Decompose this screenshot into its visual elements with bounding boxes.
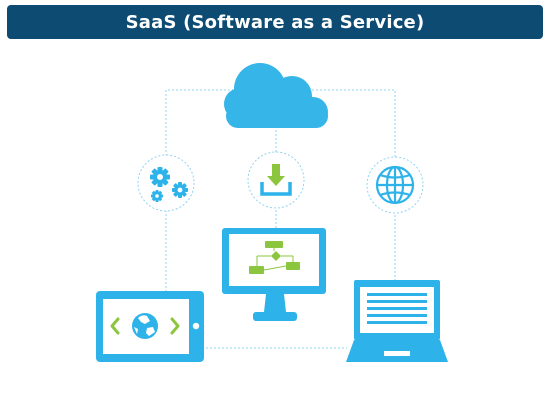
title-banner: SaaS (Software as a Service) [7,5,543,39]
gears-icon [137,154,195,212]
laptop-icon [346,280,448,362]
tablet-globe-icon [132,313,158,339]
globe-icon [366,156,424,214]
monitor-icon [222,228,326,321]
tablet-icon [96,291,204,362]
download-icon [247,151,305,209]
cloud-icon [224,63,328,128]
flowchart-icon [249,241,300,274]
download-tray [260,182,292,196]
code-brackets-icon [110,317,180,335]
laptop-screen-lines [367,293,427,324]
page-title: SaaS (Software as a Service) [125,11,425,33]
download-arrow [267,164,285,186]
